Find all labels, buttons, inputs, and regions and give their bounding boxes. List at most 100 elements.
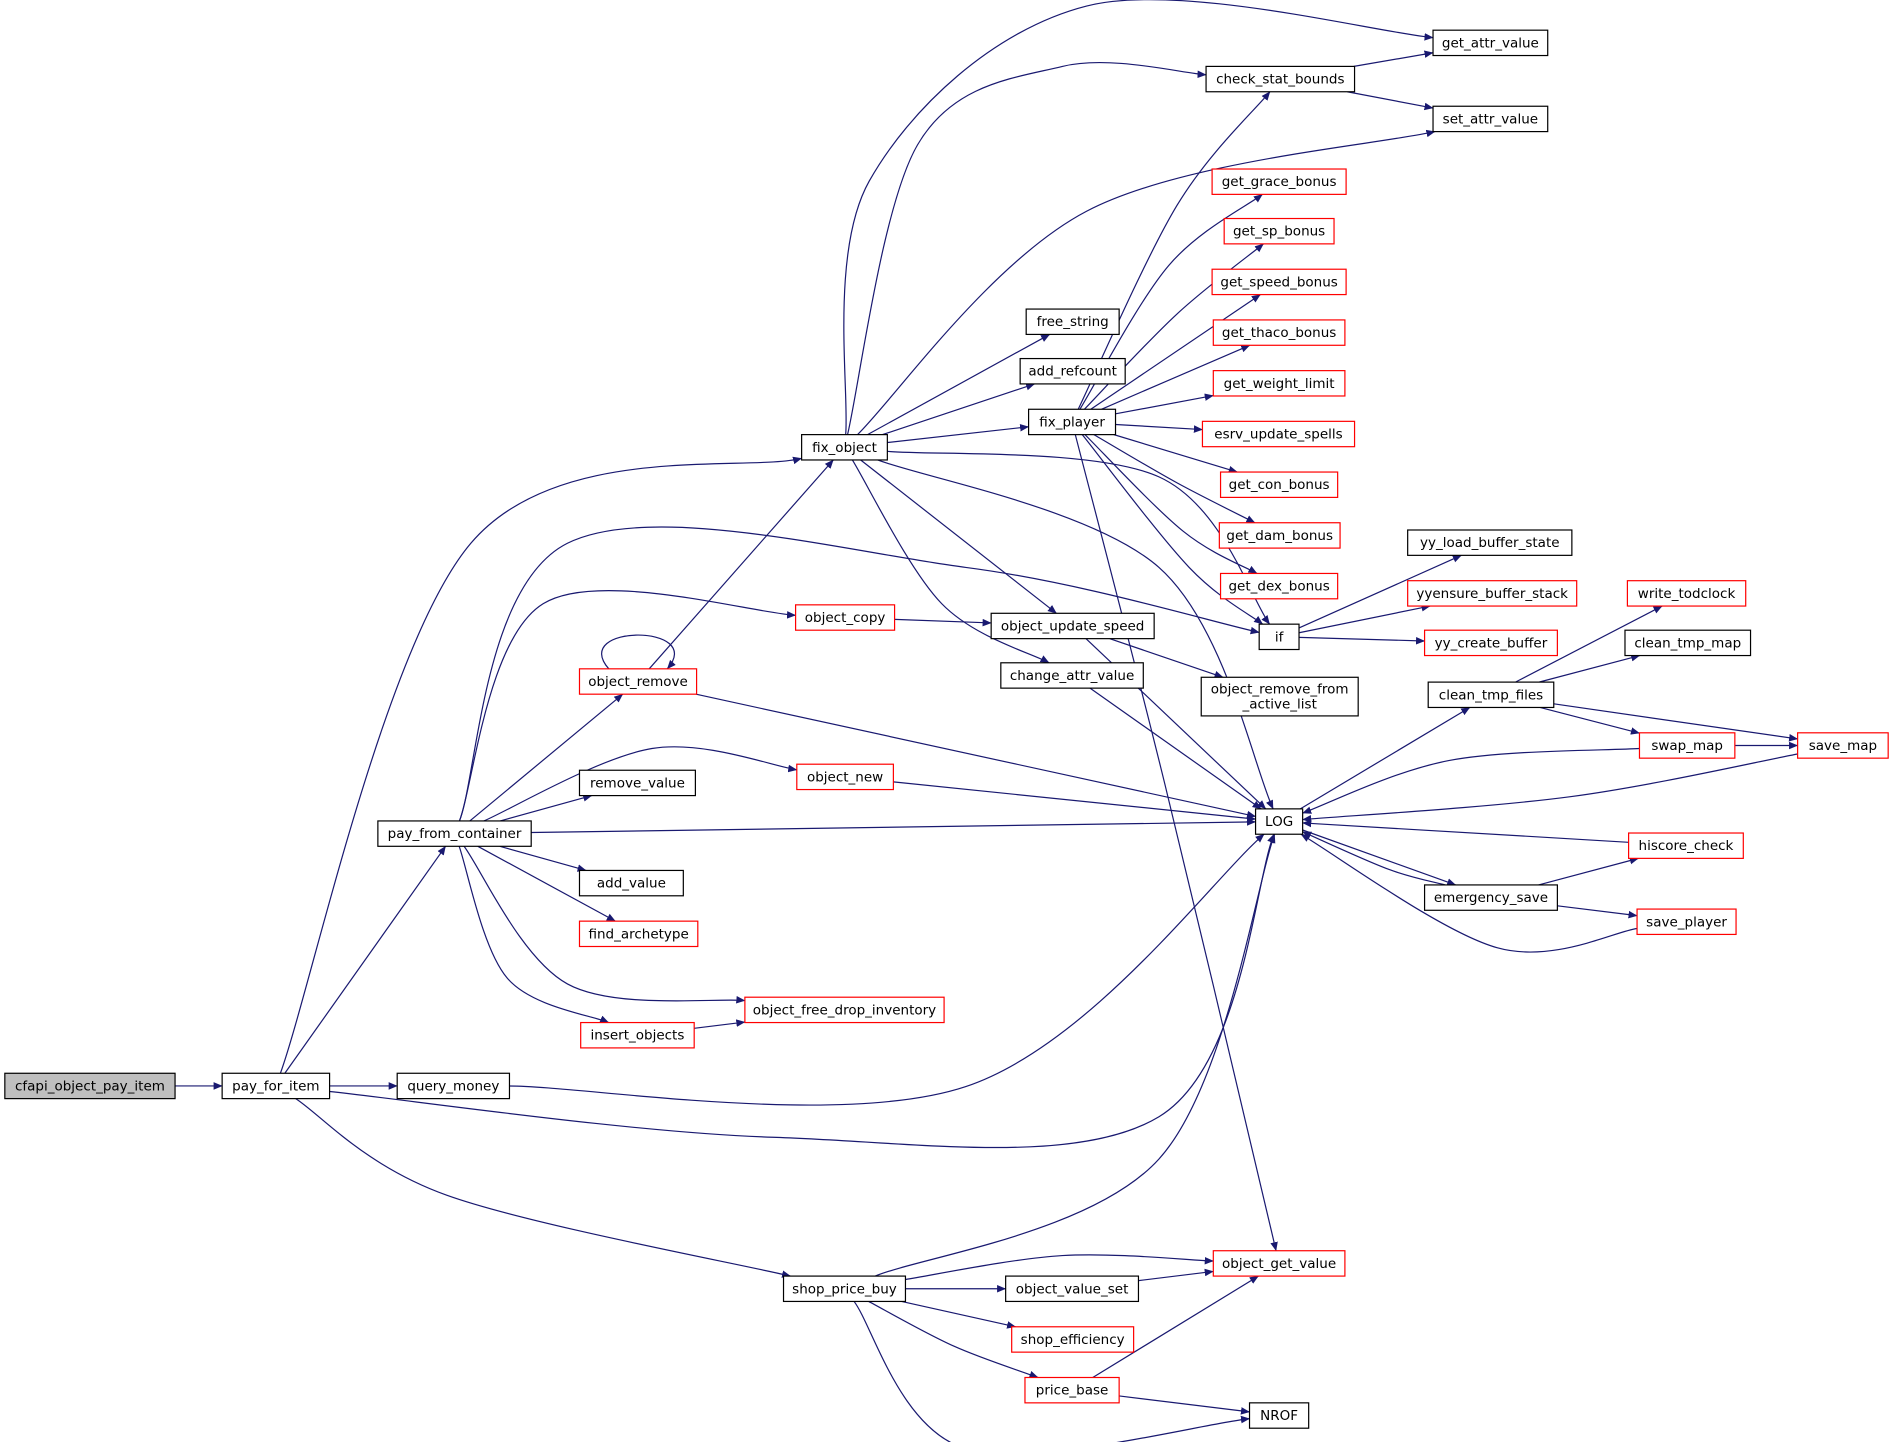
- node-if[interactable]: if: [1258, 623, 1300, 651]
- node-object-new[interactable]: object_new: [796, 763, 894, 791]
- node-emergency-save[interactable]: emergency_save: [1423, 884, 1558, 911]
- node-yy-load-buffer-state[interactable]: yy_load_buffer_state: [1407, 529, 1573, 556]
- edge-fix-player-to-get-sp-bonus: [1083, 243, 1264, 410]
- node-change-attr-value[interactable]: change_attr_value: [1000, 662, 1144, 689]
- edge-path: [1557, 905, 1638, 919]
- node-price-base[interactable]: price_base: [1024, 1376, 1120, 1404]
- node-box: [578, 769, 696, 797]
- node-insert-objects[interactable]: insert_objects: [580, 1021, 695, 1049]
- node-object-free-drop-inventory[interactable]: object_free_drop_inventory: [744, 996, 945, 1024]
- node-object-remove-from-active-list[interactable]: object_remove_from_active_list: [1200, 676, 1359, 717]
- edge-path: [1109, 638, 1224, 679]
- node-clean-tmp-files[interactable]: clean_tmp_files: [1427, 681, 1555, 709]
- node-get-attr-value[interactable]: get_attr_value: [1432, 29, 1549, 57]
- edge-fix-player-to-get-dam-bonus: [1093, 434, 1256, 524]
- node-write-todclock[interactable]: write_todclock: [1626, 580, 1747, 607]
- node-label: find_archetype: [588, 926, 688, 942]
- node-label: change_attr_value: [1010, 668, 1134, 684]
- node-shop-price-buy[interactable]: shop_price_buy: [782, 1275, 907, 1303]
- node-object-update-speed[interactable]: object_update_speed: [990, 612, 1155, 640]
- node-get-weight-limit[interactable]: get_weight_limit: [1212, 370, 1346, 397]
- node-get-dam-bonus[interactable]: get_dam_bonus: [1218, 522, 1341, 549]
- node-object-get-value[interactable]: object_get_value: [1212, 1250, 1346, 1277]
- node-get-speed-bonus[interactable]: get_speed_bonus: [1211, 268, 1347, 296]
- node-add-refcount[interactable]: add_refcount: [1019, 357, 1126, 385]
- edge-path: [1538, 856, 1639, 886]
- node-object-value-set[interactable]: object_value_set: [1005, 1275, 1140, 1303]
- edge-object-update-speed-to-object-remove-from-active-list: [1109, 638, 1224, 679]
- edge-path: [853, 1301, 1250, 1442]
- node-pay-from-container[interactable]: pay_from_container: [377, 820, 532, 847]
- node-object-remove[interactable]: object_remove: [578, 668, 698, 695]
- edge-path: [1113, 434, 1238, 474]
- node-shop-efficiency[interactable]: shop_efficiency: [1011, 1326, 1135, 1353]
- node-add-value[interactable]: add_value: [578, 869, 684, 897]
- node-box: [4, 1072, 176, 1100]
- edge-path: [469, 693, 624, 822]
- node-label: check_stat_bounds: [1216, 72, 1344, 88]
- node-box: [1025, 308, 1120, 336]
- edge-fix-object-to-free-string: [867, 333, 1051, 436]
- node-get-sp-bonus[interactable]: get_sp_bonus: [1223, 217, 1335, 245]
- node-label: object_free_drop_inventory: [753, 1002, 936, 1018]
- node-esrv-update-spells[interactable]: esrv_update_spells: [1201, 420, 1356, 448]
- node-box: [1248, 1402, 1310, 1429]
- node-swap-map[interactable]: swap_map: [1638, 732, 1736, 759]
- node-yyensure-buffer-stack[interactable]: yyensure_buffer_stack: [1407, 580, 1578, 607]
- node-label: pay_from_container: [388, 826, 522, 842]
- edge-path: [295, 1098, 792, 1278]
- node-box: [1432, 29, 1549, 57]
- node-query-money[interactable]: query_money: [396, 1072, 511, 1100]
- edge-path: [509, 833, 1265, 1106]
- node-fix-object[interactable]: fix_object: [801, 434, 888, 461]
- node-free-string[interactable]: free_string: [1025, 308, 1120, 336]
- edge-pay-from-container-to-LOG: [531, 818, 1257, 834]
- node-box: [1407, 580, 1578, 607]
- node-NROF[interactable]: NROF: [1248, 1402, 1310, 1429]
- edge-path: [1300, 833, 1638, 953]
- node-check-stat-bounds[interactable]: check_stat_bounds: [1205, 65, 1356, 93]
- node-hiscore-check[interactable]: hiscore_check: [1628, 832, 1744, 859]
- node-box: [1254, 808, 1304, 835]
- edge-pay-for-item-to-fix-object: [279, 456, 803, 1074]
- node-set-attr-value[interactable]: set_attr_value: [1432, 105, 1549, 133]
- node-LOG[interactable]: LOG: [1254, 808, 1304, 835]
- edge-pay-from-container-to-find-archetype: [477, 845, 616, 922]
- node-layer: cfapi_object_pay_item pay_for_item fix_obj…: [4, 29, 1889, 1429]
- node-get-thaco-bonus[interactable]: get_thaco_bonus: [1212, 319, 1346, 346]
- node-get-dex-bonus[interactable]: get_dex_bonus: [1219, 572, 1339, 600]
- edge-path: [483, 746, 798, 822]
- node-get-con-bonus[interactable]: get_con_bonus: [1219, 471, 1339, 498]
- edge-fix-player-to-object-get-value: [1074, 434, 1278, 1252]
- node-fix-player[interactable]: fix_player: [1027, 408, 1117, 436]
- node-box: [1628, 832, 1744, 859]
- edge-path: [894, 618, 992, 627]
- node-cfapi-object-pay-item[interactable]: cfapi_object_pay_item: [4, 1072, 176, 1100]
- edge-path: [860, 459, 1057, 614]
- edge-LOG-to-emergency-save: [1302, 829, 1457, 886]
- node-box: [990, 612, 1155, 640]
- edge-object-new-to-LOG: [893, 781, 1257, 823]
- edge-path: [1302, 829, 1457, 886]
- edge-pay-for-item-to-shop-price-buy: [295, 1098, 792, 1278]
- node-label: object_copy: [805, 610, 886, 626]
- node-label: object_remove_from: [1211, 682, 1349, 698]
- node-yy-create-buffer[interactable]: yy_create_buffer: [1423, 629, 1558, 657]
- node-save-map[interactable]: save_map: [1797, 732, 1889, 759]
- node-object-copy[interactable]: object_copy: [794, 604, 896, 631]
- edge-save-map-to-LOG: [1302, 753, 1798, 823]
- node-label: clean_tmp_files: [1439, 687, 1543, 703]
- node-remove-value[interactable]: remove_value: [578, 769, 696, 797]
- edge-path: [1299, 706, 1471, 810]
- node-pay-for-item[interactable]: pay_for_item: [221, 1072, 331, 1100]
- node-box: [794, 604, 896, 631]
- node-save-player[interactable]: save_player: [1636, 908, 1737, 936]
- node-get-grace-bonus[interactable]: get_grace_bonus: [1211, 168, 1347, 195]
- edge-path: [882, 383, 1036, 436]
- node-box: [580, 1021, 695, 1049]
- node-box: [1019, 357, 1126, 385]
- node-box: [1423, 884, 1558, 911]
- node-find-archetype[interactable]: find_archetype: [578, 920, 699, 948]
- edge-pay-for-item-to-LOG: [329, 833, 1275, 1149]
- node-clean-tmp-map[interactable]: clean_tmp_map: [1624, 629, 1752, 657]
